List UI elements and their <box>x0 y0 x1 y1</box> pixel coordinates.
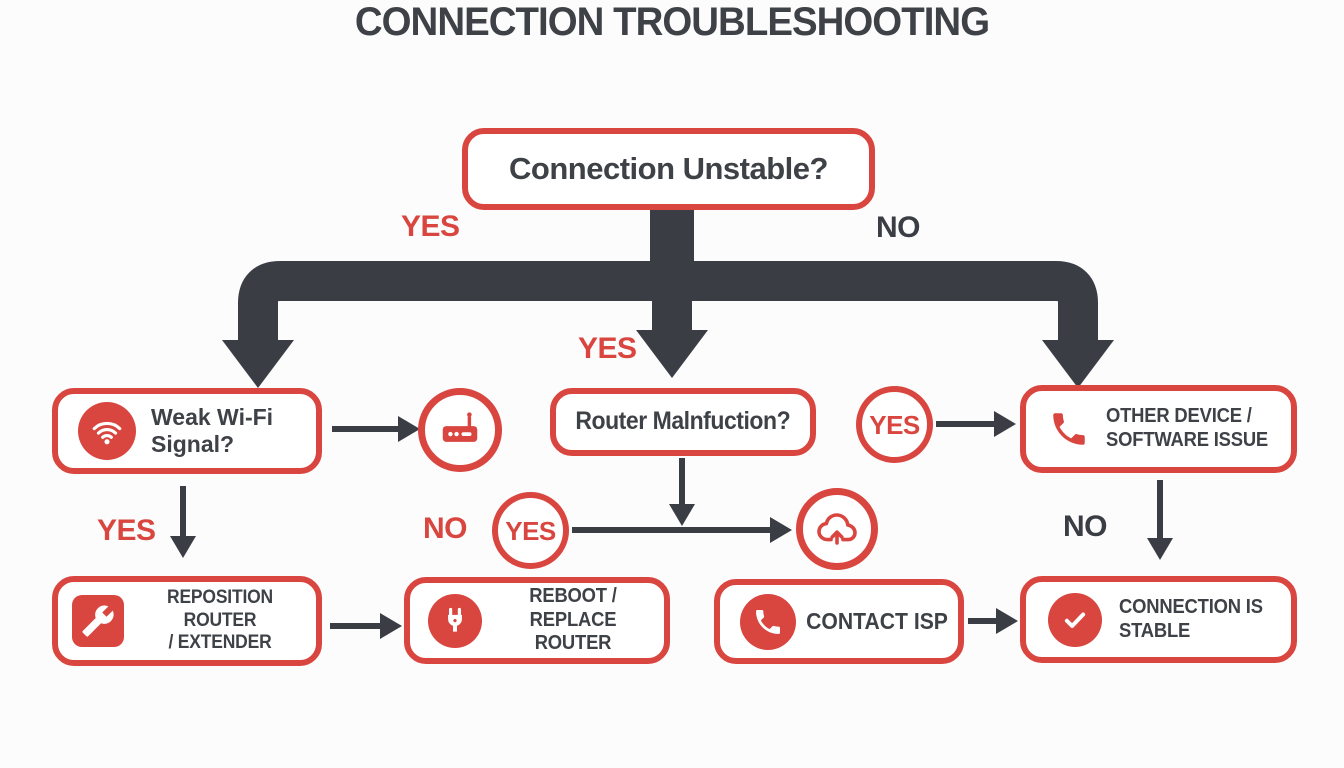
node-contact-isp: CONTACT ISP <box>714 579 964 664</box>
cloud-upload-icon <box>796 488 878 570</box>
node-reposition-router-extender: REPOSITION ROUTER / EXTENDER <box>52 576 322 666</box>
wifi-icon <box>78 402 136 460</box>
node-label: Connection Unstable? <box>509 150 828 186</box>
node-label: OTHER DEVICE / SOFTWARE ISSUE <box>1106 405 1268 452</box>
label-line: Weak Wi-Fi <box>151 403 274 430</box>
label-line: Signal? <box>151 431 235 457</box>
node-label: CONNECTION IS STABLE <box>1119 596 1263 643</box>
check-icon <box>1048 592 1102 647</box>
node-weak-wifi-signal: Weak Wi-Fi Signal? <box>52 388 322 474</box>
branch-label-yes: YES <box>97 514 156 547</box>
branch-label-no: NO <box>1063 510 1108 543</box>
label-line: REBOOT / REPLACE <box>529 585 617 631</box>
label-line: SOFTWARE ISSUE <box>1106 429 1269 451</box>
node-router-malfunction: Router Malnfuction? <box>550 388 816 456</box>
node-reboot-replace-router: REBOOT / REPLACE ROUTER <box>404 577 670 664</box>
branch-label-no: NO <box>876 211 921 244</box>
label-line: / EXTENDER <box>168 632 272 654</box>
phone-icon <box>1053 413 1085 445</box>
label-line: STABLE <box>1119 619 1191 642</box>
node-label: Router Malnfuction? <box>575 407 791 436</box>
label-line: ROUTER <box>534 632 612 655</box>
label-line: OTHER DEVICE / <box>1106 405 1252 428</box>
yes-circle: YES <box>856 386 933 463</box>
branch-label-yes: YES <box>578 332 637 365</box>
branch-label-no: NO <box>423 512 468 545</box>
node-label: REBOOT / REPLACE ROUTER <box>489 585 656 656</box>
node-label: REPOSITION ROUTER / EXTENDER <box>132 587 309 654</box>
node-connection-is-stable: CONNECTION IS STABLE <box>1020 576 1297 663</box>
node-other-device-software-issue: OTHER DEVICE / SOFTWARE ISSUE <box>1020 385 1297 473</box>
yes-circle-label: YES <box>505 515 556 546</box>
label-line: CONNECTION IS <box>1119 595 1263 618</box>
yes-circle-label: YES <box>869 409 920 440</box>
wrench-icon <box>72 595 124 647</box>
yes-circle: YES <box>492 492 569 569</box>
node-connection-unstable: Connection Unstable? <box>462 128 875 210</box>
node-label: CONTACT ISP <box>806 607 948 634</box>
router-icon <box>418 388 502 472</box>
branch-label-yes: YES <box>401 210 460 243</box>
plug-icon <box>428 593 482 648</box>
node-label: Weak Wi-Fi Signal? <box>151 404 273 458</box>
phone-icon <box>740 593 796 650</box>
label-line: REPOSITION ROUTER <box>167 587 273 631</box>
page-title: CONNECTION TROUBLESHOOTING <box>354 0 990 44</box>
